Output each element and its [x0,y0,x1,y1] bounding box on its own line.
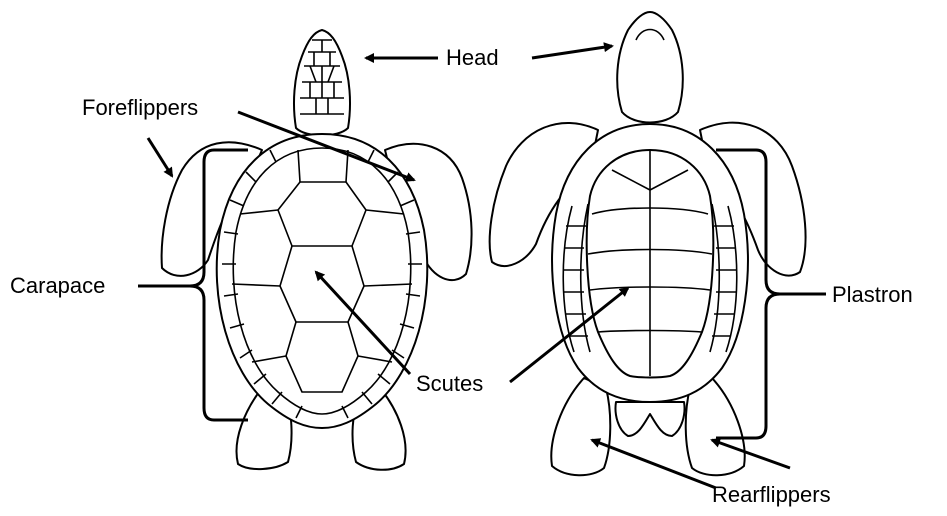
label-plastron: Plastron [832,284,913,306]
label-scutes: Scutes [416,373,483,395]
ventral-turtle-illustration [490,12,806,475]
label-carapace: Carapace [10,275,105,297]
label-rearflippers: Rearflippers [712,484,831,506]
foreflippers-arrow-left [148,138,172,176]
ventral-rear-flipper-left [551,378,610,475]
ventral-head [617,12,683,123]
dorsal-turtle-illustration [162,30,472,470]
ventral-tail-region [616,402,685,436]
carapace-shell [217,134,428,428]
head-arrow-right [532,46,612,58]
label-foreflippers: Foreflippers [82,97,198,119]
label-head: Head [446,47,499,69]
